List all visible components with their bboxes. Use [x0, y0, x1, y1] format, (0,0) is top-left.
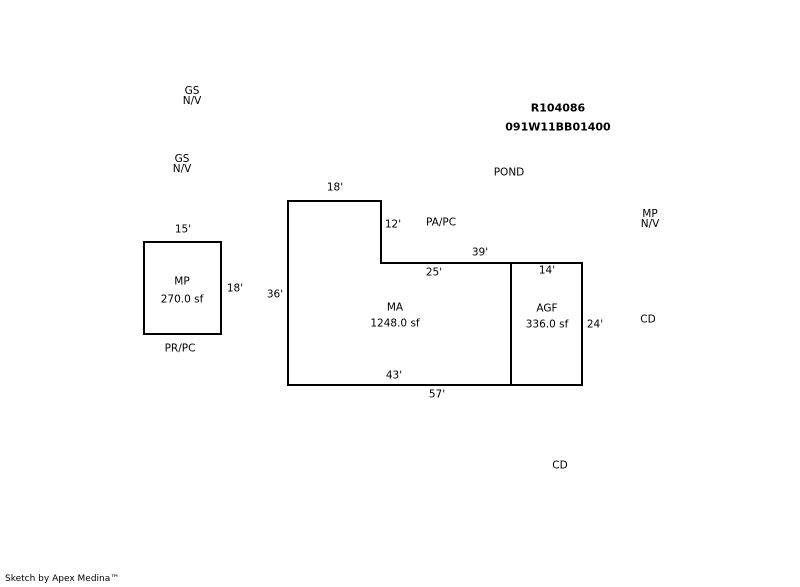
- ma-top-dim: 18': [326, 181, 344, 194]
- mp-top-dim: 15': [174, 223, 192, 236]
- ma-left-dim: 36': [266, 288, 284, 301]
- agf-right-dim: 24': [586, 318, 604, 331]
- pond-label: POND: [493, 166, 525, 179]
- cd-label-bottom: CD: [552, 459, 568, 472]
- mp-right-dim: 18': [226, 282, 244, 295]
- mp-area: 270.0 sf: [160, 293, 204, 306]
- mp-nv-name: MP: [642, 208, 658, 220]
- combined-bottom-dim: 57': [428, 388, 446, 401]
- agf-top-dim: 14': [538, 264, 556, 277]
- map-number: 091W11BB01400: [505, 120, 611, 134]
- gs-label-1-sub: N/V: [182, 95, 202, 107]
- pr-pc-label: PR/PC: [164, 342, 196, 355]
- combined-top-dim: 39': [471, 246, 489, 259]
- agf-name: AGF: [536, 302, 558, 315]
- mp-outline: [143, 241, 222, 335]
- pa-pc-label: PA/PC: [425, 216, 457, 229]
- agf-area: 336.0 sf: [525, 318, 569, 331]
- gs-label-2-sub: N/V: [172, 163, 192, 175]
- agf-outline: [510, 262, 583, 386]
- ma-notch-v-dim: 12': [384, 218, 402, 231]
- mp-name: MP: [174, 275, 190, 288]
- ma-bottom-dim: 43': [385, 369, 403, 382]
- ma-notch-h-dim: 25': [425, 266, 443, 279]
- mp-nv-sub: N/V: [640, 218, 660, 230]
- parcel-id: R104086: [530, 101, 586, 115]
- ma-name: MA: [386, 301, 404, 314]
- cd-label-right: CD: [640, 313, 656, 326]
- sketch-credit: Sketch by Apex Medina™: [5, 574, 120, 584]
- gs-label-1-name: GS: [184, 85, 200, 97]
- gs-label-2-name: GS: [174, 153, 190, 165]
- ma-area: 1248.0 sf: [370, 317, 420, 330]
